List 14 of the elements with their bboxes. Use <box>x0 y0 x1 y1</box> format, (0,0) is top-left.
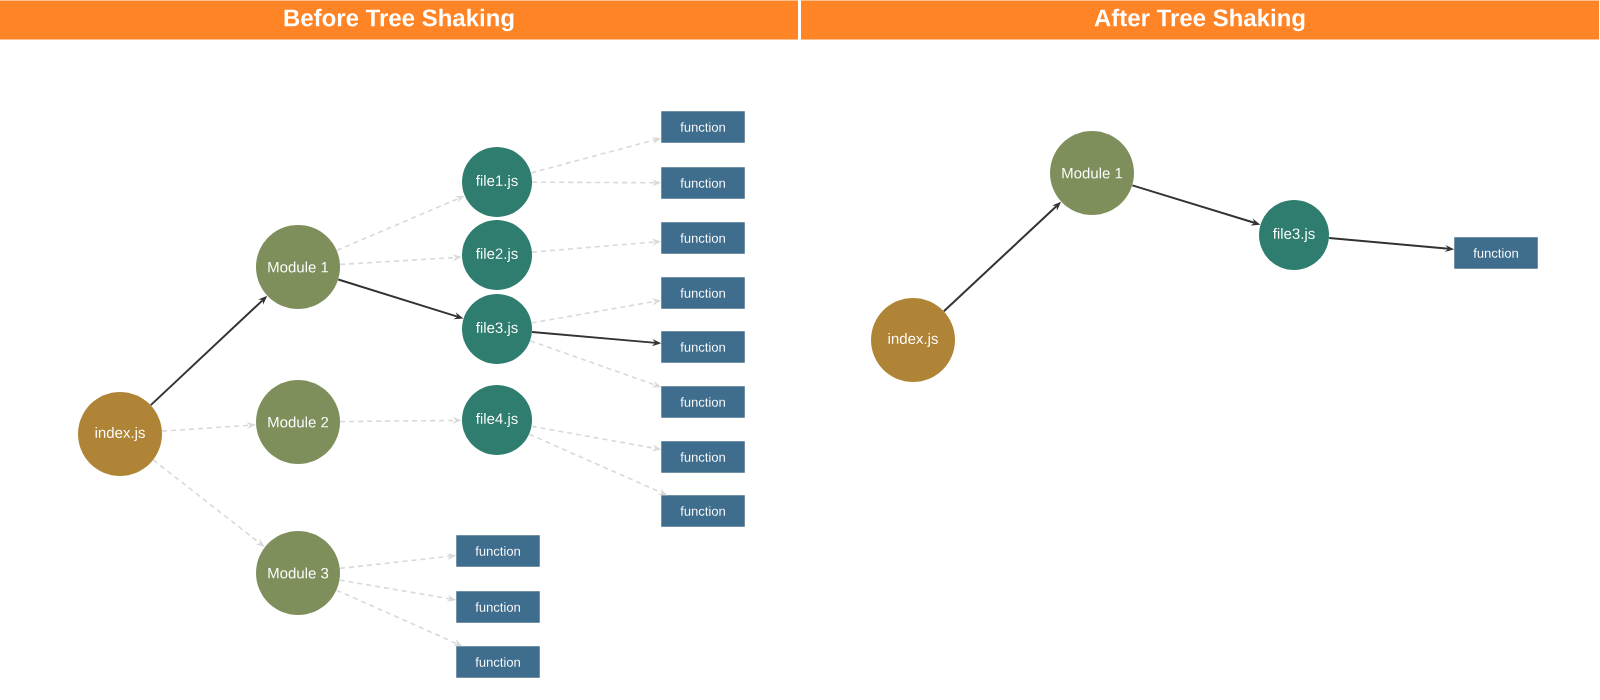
function-box: function <box>1454 237 1538 269</box>
function-box: function <box>661 167 745 199</box>
function-box: function <box>661 222 745 254</box>
function-box: function <box>456 535 540 567</box>
function-box: function <box>661 495 745 527</box>
function-box: function <box>661 386 745 418</box>
function-box: function <box>456 646 540 678</box>
function-box: function <box>661 331 745 363</box>
title-band: Before Tree Shaking <box>0 0 798 40</box>
function-box: function <box>661 277 745 309</box>
title-band: After Tree Shaking <box>801 0 1599 40</box>
function-box: function <box>456 591 540 623</box>
function-box: function <box>661 441 745 473</box>
function-box: function <box>661 111 745 143</box>
